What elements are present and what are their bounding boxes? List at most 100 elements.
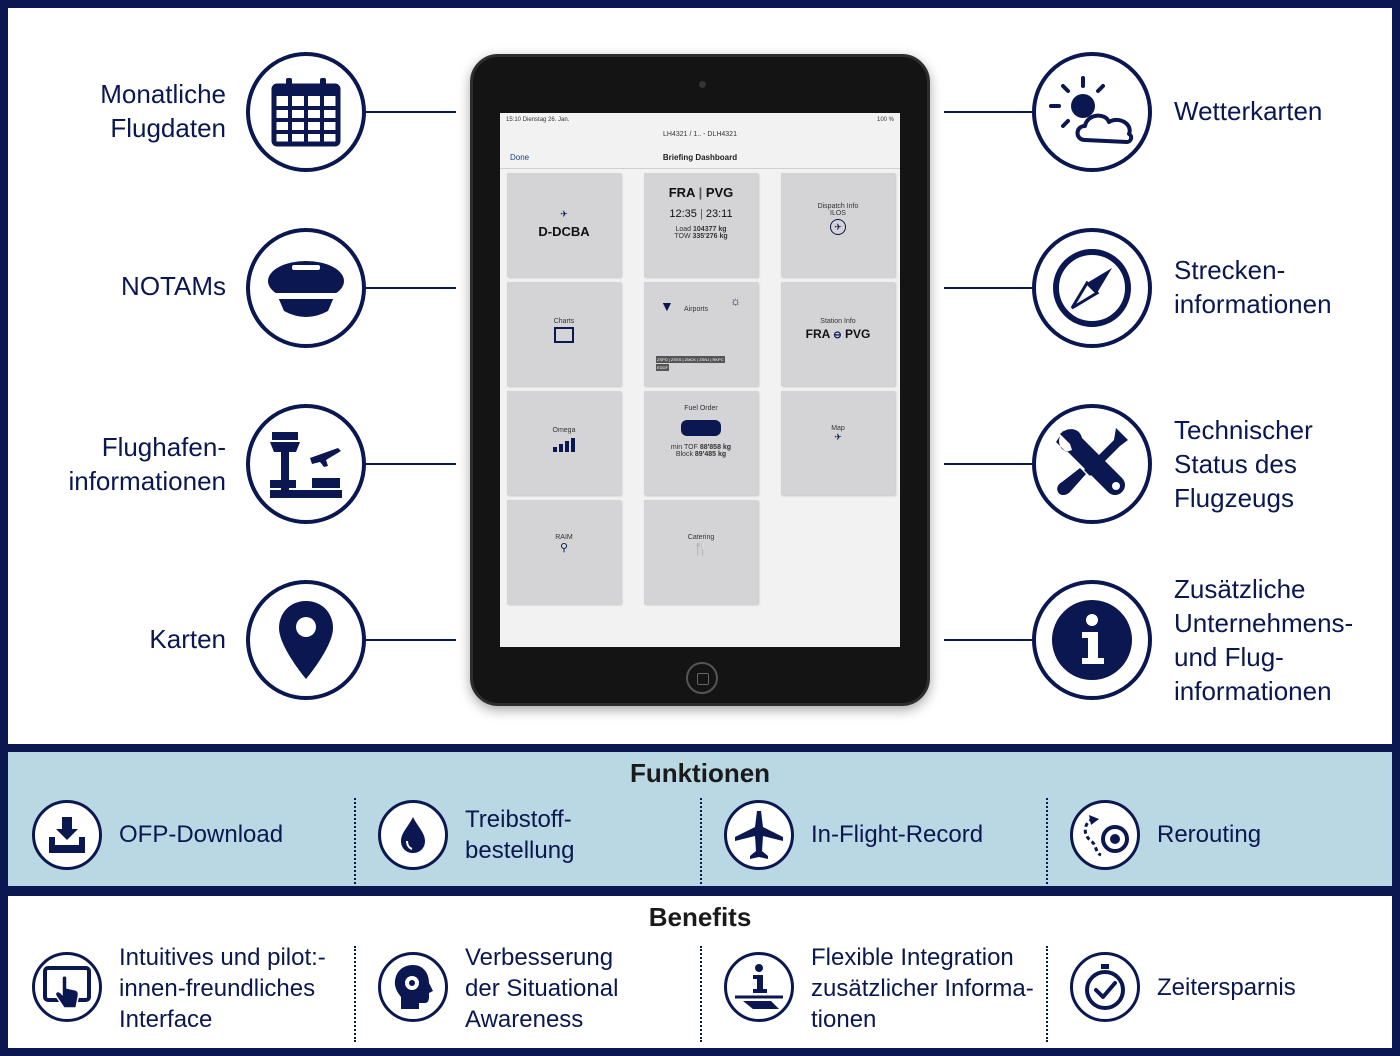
fuel-truck-icon — [681, 420, 721, 436]
omega-label: Omega — [552, 427, 576, 434]
home-button[interactable] — [686, 662, 718, 694]
fuel-label: Fuel Order — [684, 405, 718, 412]
divider — [700, 798, 702, 884]
route-to: PVG — [705, 185, 734, 200]
tile-catering[interactable]: Catering 🍴 — [644, 500, 758, 604]
aircraft-registration: D-DCBA — [538, 224, 590, 239]
feature-label-streckeninformationen: Strecken- informationen — [1174, 255, 1332, 319]
briefing-dashboard-screen: 15:10 Dienstag 26. Jan. 100 % LH4321 / 1… — [500, 113, 900, 647]
feature-label-zusaetzliche-informationen: Zusätzliche Unternehmens- und Flug- info… — [1174, 574, 1354, 706]
map-icon — [554, 327, 574, 343]
station-to: PVG — [844, 327, 871, 341]
block-value: 89'485 kg — [694, 451, 727, 458]
feature-label-monatliche-flugdaten: Monatliche Flugdaten — [100, 79, 226, 143]
feature-label-karten: Karten — [149, 624, 226, 654]
station-from: FRA — [805, 327, 830, 341]
divider — [1046, 798, 1048, 884]
airport-codes: ZSPD | ZSSS | ZMCK | ZSNJ | RKPC — [656, 356, 725, 363]
raim-label: RAIM — [555, 534, 573, 541]
tile-airports[interactable]: ▼ Airports ☼ ZSPD | ZSSS | ZMCK | ZSNJ |… — [644, 282, 758, 386]
compass-icon — [1032, 228, 1152, 348]
benefits-title: Benefits — [648, 902, 752, 932]
min-tof-label: min TOF — [670, 444, 698, 451]
benefit-label-situational-awareness: Verbesserung der Situational Awareness — [465, 944, 619, 1033]
funktionen-title: Funktionen — [629, 758, 771, 788]
dashboard-title: Briefing Dashboard — [662, 153, 738, 162]
tow-label: TOW — [674, 233, 691, 240]
route-from: FRA — [668, 185, 695, 200]
done-button[interactable]: Done — [510, 153, 530, 162]
arrival-time: 23:11 — [705, 208, 733, 220]
load-value: 104377 kg — [693, 226, 727, 233]
weather-icon — [1032, 52, 1152, 172]
feature-label-wetterkarten: Wetterkarten — [1174, 96, 1323, 126]
touch-screen-icon — [32, 952, 102, 1022]
map-pin-icon — [246, 580, 366, 700]
charts-label: Charts — [553, 318, 575, 325]
connector-line — [366, 463, 456, 465]
connector-line — [366, 639, 456, 641]
tile-charts[interactable]: Charts — [507, 282, 621, 386]
load-label: Load — [675, 226, 692, 233]
connector-line — [366, 111, 456, 113]
head-gear-icon — [378, 952, 448, 1022]
airplane-icon: ✈ — [560, 209, 568, 219]
min-tof-value: 88'858 kg — [699, 444, 732, 451]
satellite-icon: ⚲ — [559, 542, 569, 554]
status-battery: 100 % — [876, 117, 894, 123]
funktion-label-ofp-download: OFP-Download — [119, 821, 284, 848]
connector-line — [944, 639, 1034, 641]
airport-tower-icon — [246, 404, 366, 524]
airplane-icon — [724, 800, 794, 870]
divider — [354, 946, 356, 1042]
calendar-icon — [246, 52, 366, 172]
status-time: 15:10 Dienstag 26. Jan. — [506, 117, 570, 123]
dispatch-logo-icon: ✈ — [830, 219, 846, 235]
airports-label: Airports — [684, 306, 709, 313]
info-hand-icon — [724, 952, 794, 1022]
connector-line — [944, 111, 1034, 113]
cutlery-icon: 🍴 — [692, 541, 710, 556]
funktion-label-in-flight-record: In-Flight-Record — [811, 821, 984, 848]
tile-omega[interactable]: Omega — [507, 391, 621, 495]
divider — [354, 798, 356, 884]
tile-fuel-order[interactable]: Fuel Order min TOF 88'858 kg Block 89'48… — [644, 391, 758, 495]
block-label: Block — [675, 451, 693, 458]
catering-label: Catering — [687, 534, 715, 541]
reroute-icon — [1070, 800, 1140, 870]
divider — [700, 946, 702, 1042]
tile-dispatch-info[interactable]: Dispatch Info ILOS ✈ — [781, 173, 895, 277]
chart-bars-icon — [552, 438, 576, 452]
funktion-label-treibstoffbestellung: Treibstoff- bestellung — [465, 806, 575, 864]
benefit-label-intuitives-interface: Intuitives und pilot:- innen-freundliche… — [119, 944, 326, 1033]
connector-line — [944, 463, 1034, 465]
dispatch-label: Dispatch Info — [817, 203, 859, 210]
tablet-camera — [699, 81, 706, 88]
tile-station-info[interactable]: Station Info FRA ⊖ PVG — [781, 282, 895, 386]
tablet-device: 15:10 Dienstag 26. Jan. 100 % LH4321 / 1… — [470, 54, 930, 706]
feature-label-technischer-status: Technischer Status des Flugzeugs — [1174, 415, 1313, 513]
station-connect-icon: ⊖ — [833, 330, 842, 341]
header-divider — [500, 168, 900, 169]
tile-raim[interactable]: RAIM ⚲ — [507, 500, 621, 604]
tile-map[interactable]: Map ✈ — [781, 391, 895, 495]
tile-flight-route[interactable]: FRA | PVG 12:35 | 23:11 Load 104377 kg T… — [644, 173, 758, 277]
clock-check-icon — [1070, 952, 1140, 1022]
weather-small-icon: ☼ — [730, 294, 741, 308]
download-tray-icon — [32, 800, 102, 870]
flight-id: LH4321 / 1.. - DLH4321 — [663, 131, 737, 138]
connector-line — [944, 287, 1034, 289]
connector-line — [366, 287, 456, 289]
feature-label-notams: NOTAMs — [121, 271, 226, 301]
tower-icon: ▼ — [660, 298, 674, 314]
map-label: Map — [831, 425, 845, 432]
tow-value: 335'276 kg — [692, 233, 728, 240]
info-icon — [1032, 580, 1152, 700]
tile-aircraft[interactable]: ✈ D-DCBA — [507, 173, 621, 277]
dispatch-sub: ILOS — [830, 210, 846, 217]
benefit-label-flexible-integration: Flexible Integration zusätzlicher Inform… — [811, 944, 1034, 1033]
benefit-label-zeitersparnis: Zeitersparnis — [1157, 974, 1296, 1001]
station-label: Station Info — [820, 318, 856, 325]
airport-codes-second: EDDF — [656, 364, 669, 371]
divider — [1046, 946, 1048, 1042]
